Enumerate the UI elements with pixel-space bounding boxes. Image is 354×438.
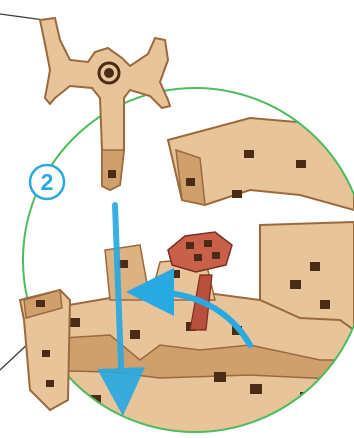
step-badge <box>30 165 64 199</box>
leader-line-top <box>0 14 44 20</box>
wooden-support-left <box>20 290 70 410</box>
